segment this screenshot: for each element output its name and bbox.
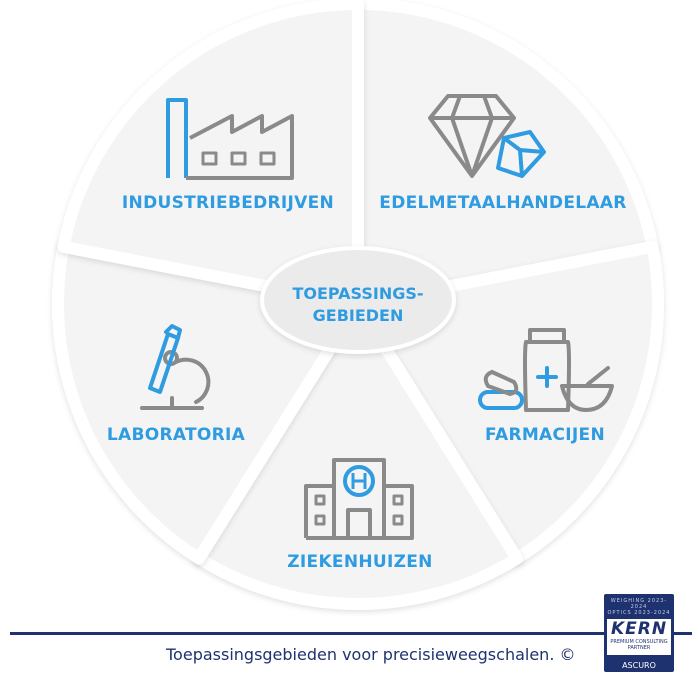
center-title-line2: GEBIEDEN [312,306,404,325]
microscope-icon [140,324,211,410]
segment-ziekenhuizen [193,298,523,610]
kern-partner-badge: WEIGHING 2023-2024 OPTICS 2023-2024 KERN… [604,594,674,672]
hospital-icon [304,458,414,540]
badge-partner: ASCURO [622,661,656,670]
factory-icon [166,98,294,180]
pharmacy-icon [478,328,614,412]
badge-tag2: PARTNER [627,645,651,651]
segment-label-farmacijen: FARMACIJEN [485,425,605,445]
badge-line1: WEIGHING 2023-2024 [610,598,668,610]
badge-line2: OPTICS 2023-2024 [607,610,671,616]
badge-tag1: PREMIUM CONSULTING [610,639,668,645]
center-title-line1: TOEPASSINGS- [292,284,424,303]
segment-label-ziekenhuizen: ZIEKENHUIZEN [287,552,433,572]
caption: Toepassingsgebieden voor precisieweegsch… [166,645,576,664]
center-title: TOEPASSINGS- GEBIEDEN [292,283,423,327]
segment-label-laboratoria: LABORATORIA [106,425,246,445]
diamond-icon [428,94,546,178]
divider [10,632,692,635]
segment-label-industrie: INDUSTRIEBEDRIJVEN [121,193,335,213]
center-hub [260,246,456,354]
segment-edelmetaal [352,0,659,310]
badge-brand: KERN [610,619,668,639]
segment-label-edelmetaal: EDELMETAALHANDELAAR [379,193,627,213]
